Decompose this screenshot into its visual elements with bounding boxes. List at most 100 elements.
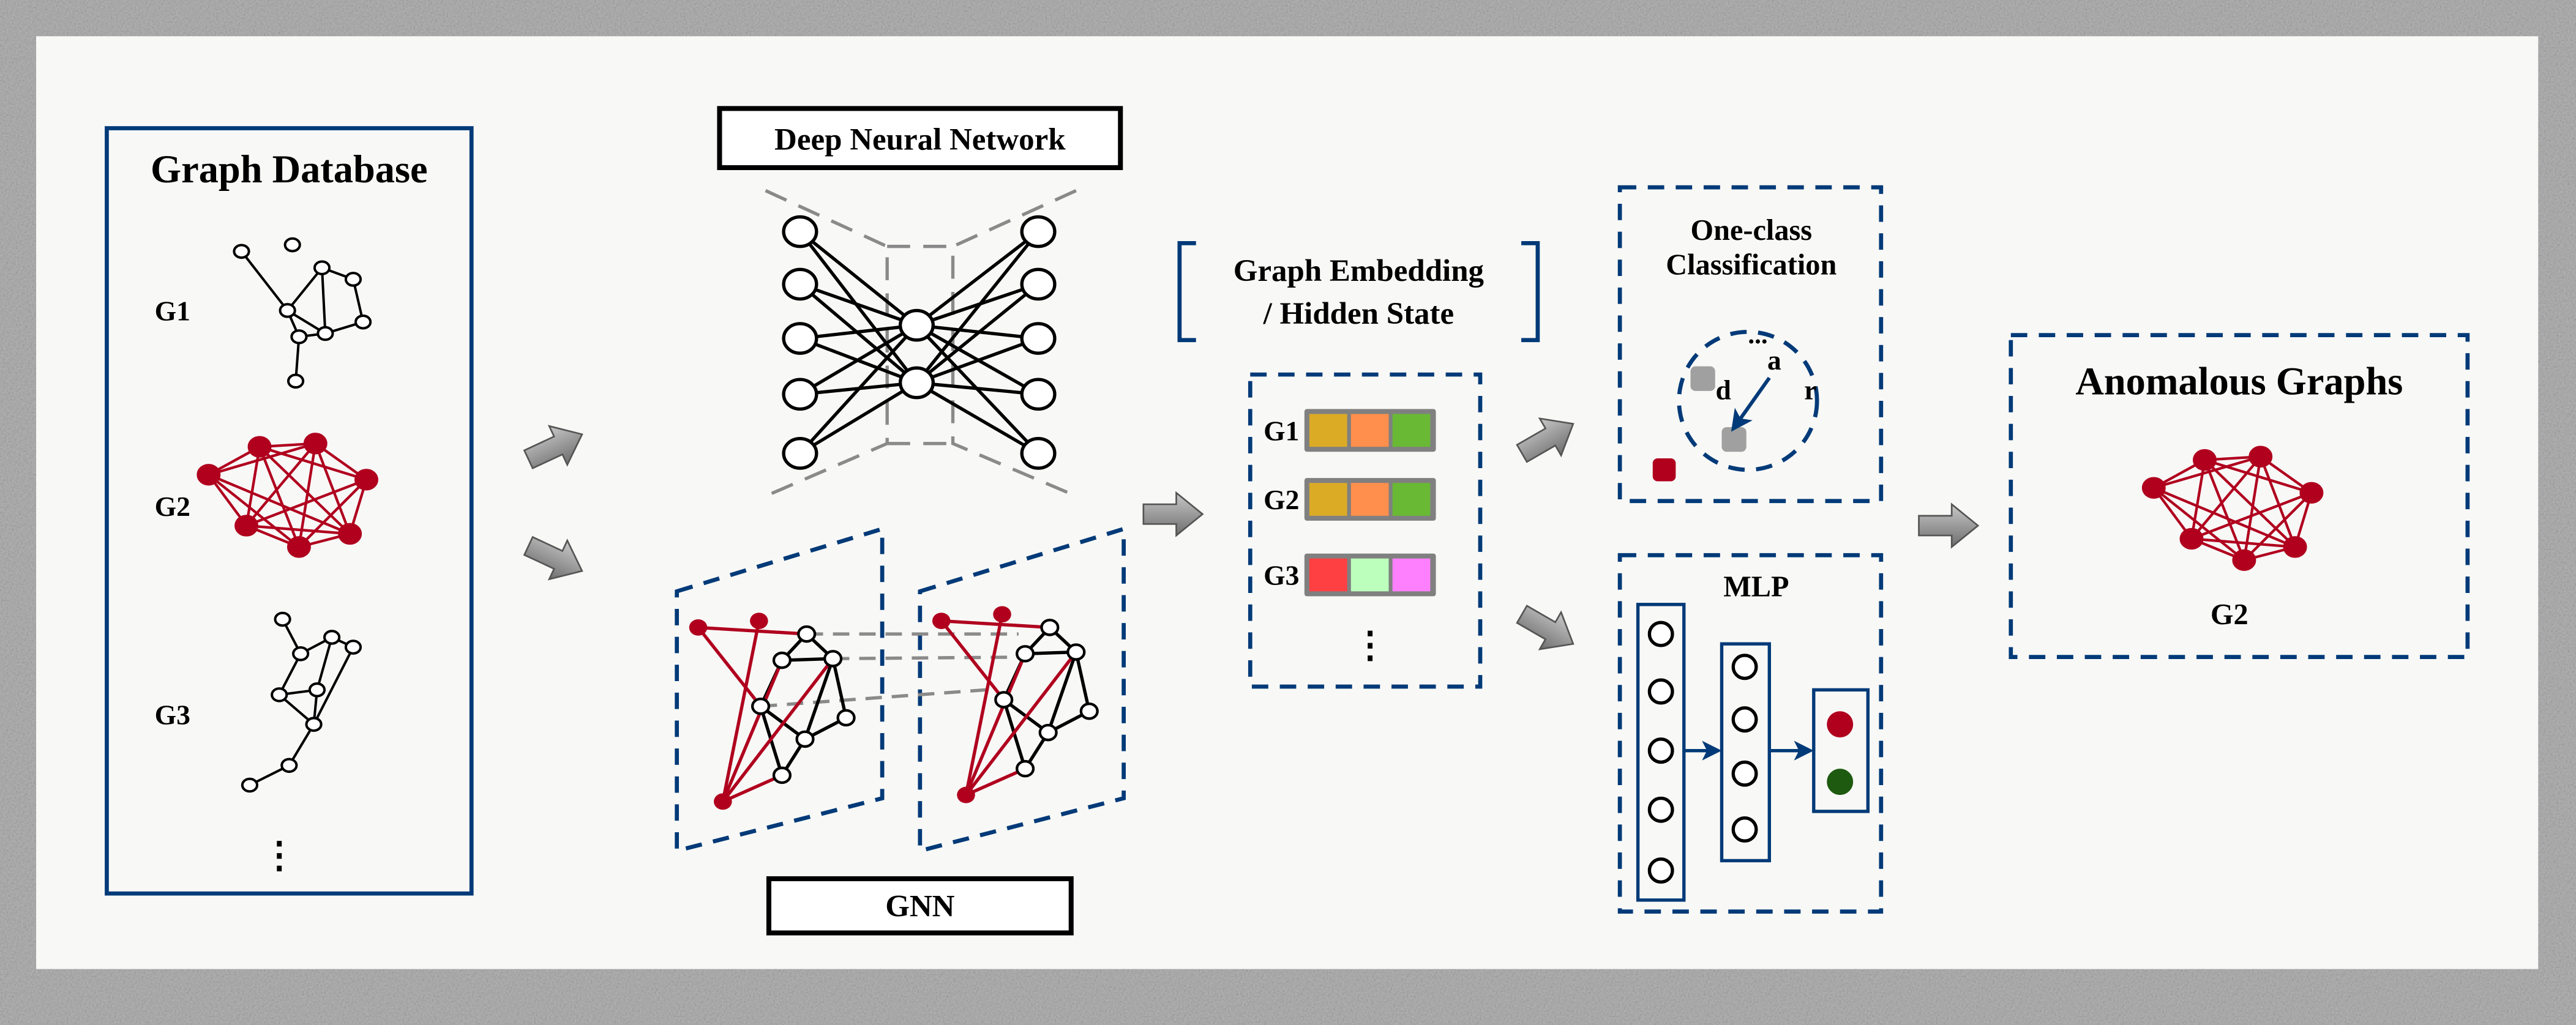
gnn-label-box <box>766 876 1074 936</box>
graph-edge <box>245 442 316 527</box>
anomalous-graphs-title: Anomalous Graphs <box>2075 359 2403 403</box>
ellipsis-label: ... <box>1748 321 1767 349</box>
gnn-node <box>751 697 771 715</box>
dnn-neuron <box>782 215 818 248</box>
dnn-network <box>765 189 1077 498</box>
gnn-node <box>823 650 843 668</box>
gnn-panel: GNN <box>675 526 1126 936</box>
graph-edge <box>258 445 351 535</box>
mlp-output-normal <box>1827 769 1854 796</box>
normal-sample <box>1690 366 1715 391</box>
gnn-node <box>1016 759 1035 778</box>
dnn-edge <box>915 230 1039 327</box>
embedding-cell <box>1309 483 1347 516</box>
graph-edge <box>314 443 351 535</box>
graph-node <box>2141 477 2166 499</box>
graph-edge <box>2191 491 2312 540</box>
gnn-edge <box>1074 652 1091 712</box>
graph-node <box>197 464 221 486</box>
graph-edge <box>2152 486 2245 562</box>
mlp-neuron <box>1731 760 1758 787</box>
graph-edge <box>245 478 367 527</box>
one-class-panel: One-class Classification ... a d r <box>1617 185 1884 504</box>
gnn-red-node <box>750 613 768 630</box>
graph-node <box>286 536 311 558</box>
gnn-red-node <box>689 619 708 636</box>
graph-edge <box>2153 455 2261 490</box>
graph-node <box>2193 449 2217 471</box>
graph-edge <box>312 646 354 725</box>
graph-node <box>305 717 323 732</box>
graph-edge <box>2259 456 2297 548</box>
graph-node <box>2283 536 2307 558</box>
gnn-node <box>1066 643 1086 661</box>
gnn-node <box>1038 723 1058 742</box>
graph-edge <box>316 636 334 690</box>
graph-edge <box>2153 486 2296 548</box>
gnn-layer-plane <box>675 526 885 854</box>
mlp-neuron <box>1647 857 1674 884</box>
graph-node <box>283 237 301 253</box>
dnn-edge <box>799 324 918 396</box>
anomalous-sample <box>1652 458 1676 482</box>
graph-edge <box>2190 455 2262 540</box>
mlp-output-layer <box>1812 688 1870 813</box>
anomalous-graph-g2 <box>2141 445 2324 572</box>
gnn-edge <box>964 614 1004 796</box>
gnn-edge <box>940 619 1005 701</box>
mlp-neuron <box>1647 621 1674 647</box>
gnn-edge <box>964 653 1027 796</box>
graph-edge <box>2191 537 2296 548</box>
normal-sample <box>1721 427 1747 452</box>
panel <box>36 36 2539 969</box>
graph-node <box>234 515 259 537</box>
embedding-more: ⋮ <box>1352 625 1388 665</box>
gnn-edge <box>697 626 762 707</box>
arrow-down-right-icon <box>1516 605 1574 650</box>
gnn-edge <box>698 625 807 636</box>
graph-node <box>241 777 259 793</box>
graph-edge <box>2204 459 2296 548</box>
graph-node <box>316 326 334 341</box>
dnn-edge <box>916 381 1039 455</box>
gnn-node <box>1079 703 1099 720</box>
graph-node <box>344 639 362 655</box>
gnn-red-node <box>993 606 1011 623</box>
dnn-neuron <box>1020 437 1057 470</box>
graph-edge <box>288 723 315 766</box>
dnn-label-box <box>717 106 1123 170</box>
embedding-title-line2: / Hidden State <box>1263 297 1455 331</box>
radius-label-r: r <box>1804 374 1816 405</box>
graph-database-title: Graph Database <box>151 147 428 191</box>
embedding-row-label: G3 <box>1264 560 1299 591</box>
graph-node <box>271 687 288 703</box>
dnn-neuron <box>1020 322 1057 355</box>
arrow-right-3d-icon <box>1142 491 1204 537</box>
graph-edge <box>240 250 289 311</box>
graph-node <box>292 646 310 662</box>
arrow-body <box>523 535 583 581</box>
gnn-node <box>797 625 817 643</box>
dnn-label: Deep Neural Network <box>774 122 1066 157</box>
one-class-box <box>1617 185 1884 504</box>
embedding-title-bracket-left <box>1177 241 1196 343</box>
graph-more: ⋮ <box>261 835 298 875</box>
graph-edge <box>208 442 316 476</box>
gnn-edge <box>721 621 761 802</box>
embedding-cell <box>1309 414 1347 447</box>
arrow-body <box>1918 502 1980 549</box>
graph-label-g1: G1 <box>155 296 190 327</box>
dnn-neuron <box>898 308 935 342</box>
graph-g3 <box>241 611 362 793</box>
result-panel: Anomalous Graphs G2 <box>2009 333 2470 660</box>
graph-edge <box>320 267 327 334</box>
graph-label-g2: G2 <box>155 491 190 522</box>
center-label-a: a <box>1767 345 1781 376</box>
gnn-node <box>1040 619 1060 636</box>
dnn-edge <box>915 230 1040 384</box>
embedding-cell <box>1350 558 1389 592</box>
graph-edge <box>298 479 367 548</box>
graph-label-g3: G3 <box>155 699 190 731</box>
gnn-edge <box>1046 651 1078 733</box>
